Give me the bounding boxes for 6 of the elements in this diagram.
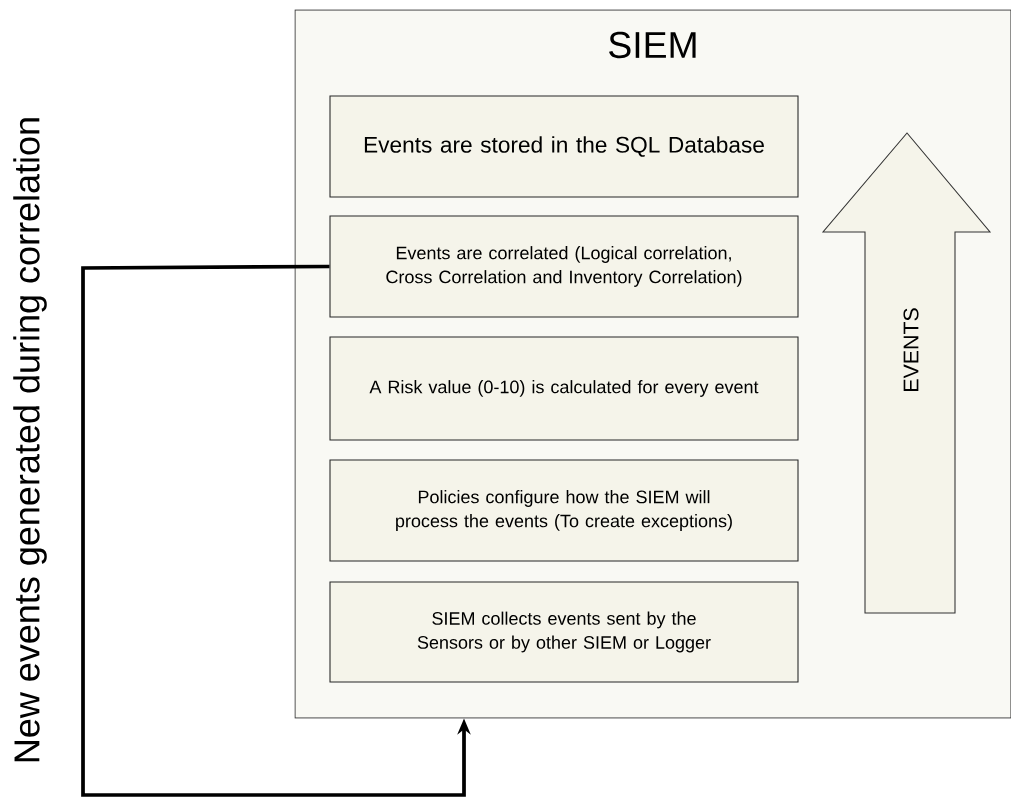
process-box: SIEM collects events sent by the Sensors or by other SIEM or Logger bbox=[329, 581, 799, 683]
process-box: A Risk value (0-10) is calculated for every event bbox=[329, 336, 799, 441]
process-box: Events are correlated (Logical correlation, Cross Correlation and Inventory Correlation) bbox=[329, 215, 799, 318]
process-box: Events are stored in the SQL Database bbox=[329, 95, 799, 198]
process-box: Policies configure how the SIEM will process the events (To create exceptions) bbox=[329, 459, 799, 562]
edge-label: New events generated during correlation bbox=[13, 118, 47, 762]
